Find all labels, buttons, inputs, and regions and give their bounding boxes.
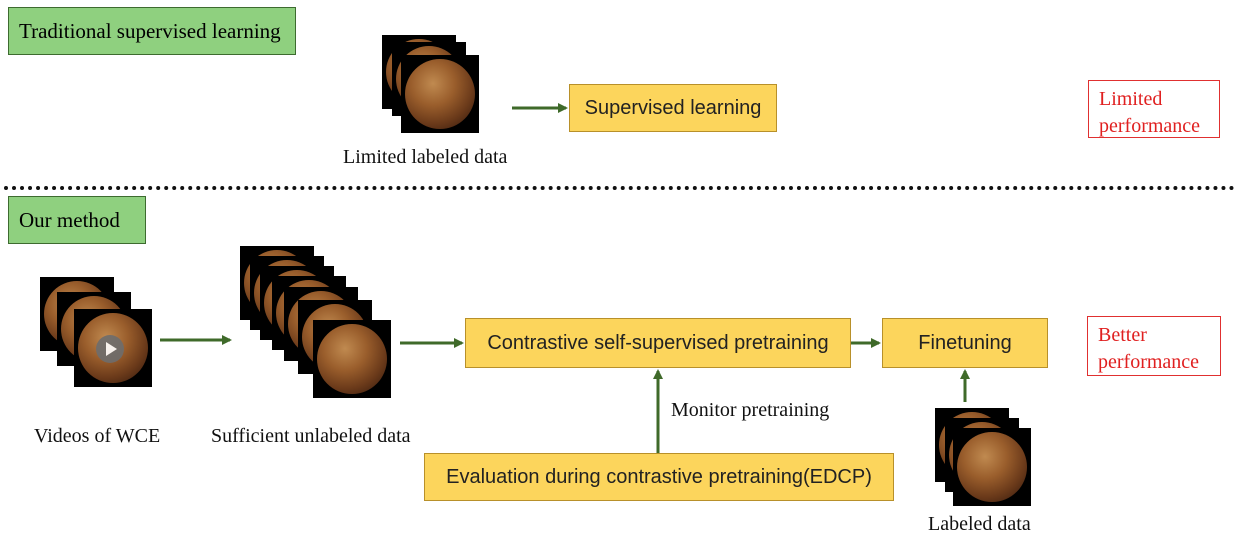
unlabeled-caption: Sufficient unlabeled data [211,425,411,447]
monitor-label: Monitor pretraining [671,399,830,421]
better-performance-box: Better performance [1087,316,1221,376]
traditional-tag: Traditional supervised learning [8,7,296,55]
pretraining-box: Contrastive self-supervised pretraining [465,318,851,368]
supervised-learning-box: Supervised learning [569,84,777,132]
result-line2: performance [1098,351,1200,373]
limited-labeled-caption: Limited labeled data [343,146,508,168]
wce-frame [953,428,1031,506]
wce-frame [401,55,479,133]
our-method-tag: Our method [8,196,146,244]
wce-frame [313,320,391,398]
videos-caption: Videos of WCE [34,425,161,447]
section-divider [4,186,1235,190]
play-icon [96,335,124,363]
result-line2: performance [1099,115,1201,137]
finetuning-box: Finetuning [882,318,1048,368]
result-line1: Limited [1099,88,1163,110]
result-line1: Better [1098,324,1147,346]
limited-performance-box: Limited performance [1088,80,1220,138]
edcp-box: Evaluation during contrastive pretrainin… [424,453,894,501]
labeled-caption: Labeled data [928,513,1031,535]
